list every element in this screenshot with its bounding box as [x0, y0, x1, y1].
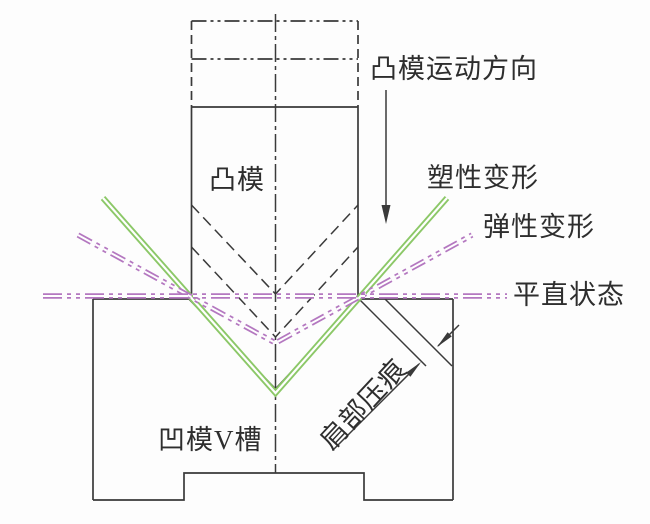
elastic-deformation-line — [76, 232, 474, 347]
dimension-arrow-icon — [406, 362, 421, 377]
dimension-arrow-icon — [437, 332, 452, 347]
punch-label: 凸模 — [209, 165, 265, 195]
indentation-dimension — [332, 297, 460, 451]
punch-direction-label: 凸模运动方向 — [370, 54, 538, 84]
die-v-groove-label: 凹模V槽 — [158, 425, 263, 455]
punch-outline — [190, 20, 359, 296]
flat-state-label: 平直状态 — [513, 280, 625, 310]
elastic-deformation-label: 弹性变形 — [483, 212, 595, 242]
die-outline — [92, 298, 454, 501]
plastic-deformation-label: 塑性变形 — [427, 163, 539, 193]
down-arrow-icon — [381, 205, 391, 224]
plastic-deformation-line — [100, 196, 450, 398]
punch-motion-arrow — [381, 90, 391, 224]
